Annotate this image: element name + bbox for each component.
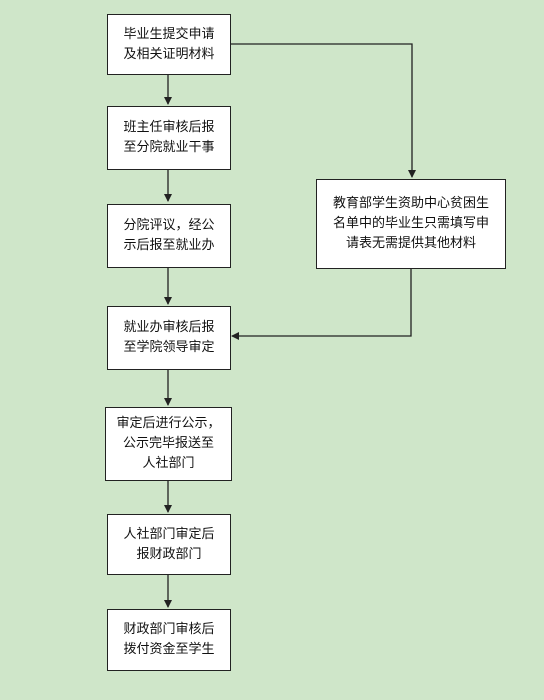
node-hr-review-label: 人社部门审定后 报财政部门 bbox=[123, 526, 215, 562]
node-submit-application-label: 毕业生提交申请 及相关证明材料 bbox=[123, 26, 215, 62]
node-branch-evaluation-label: 分院评议，经公 示后报至就业办 bbox=[123, 218, 215, 253]
node-employment-office-review: 就业办审核后报 至学院领导审定 bbox=[107, 306, 231, 370]
node-special-case-label: 教育部学生资助中心贫困生 名单中的毕业生只需填写申 请表无需提供其他材料 bbox=[332, 196, 489, 251]
node-class-teacher-review: 班主任审核后报 至分院就业干事 bbox=[107, 106, 231, 170]
node-finance-payment: 财政部门审核后 拨付资金至学生 bbox=[107, 609, 231, 671]
arrow-side-to-n4 bbox=[231, 269, 412, 340]
node-branch-evaluation: 分院评议，经公 示后报至就业办 bbox=[107, 204, 231, 268]
node-hr-review: 人社部门审定后 报财政部门 bbox=[107, 514, 231, 575]
node-publicity-label: 审定后进行公示， 公示完毕报送至 人社部门 bbox=[116, 416, 221, 471]
node-publicity: 审定后进行公示， 公示完毕报送至 人社部门 bbox=[105, 407, 232, 481]
node-submit-application: 毕业生提交申请 及相关证明材料 bbox=[107, 14, 231, 75]
arrow-n1-to-side bbox=[230, 43, 416, 178]
node-finance-payment-label: 财政部门审核后 拨付资金至学生 bbox=[123, 622, 215, 657]
node-employment-office-review-label: 就业办审核后报 至学院领导审定 bbox=[123, 320, 215, 355]
node-special-case: 教育部学生资助中心贫困生 名单中的毕业生只需填写申 请表无需提供其他材料 bbox=[316, 179, 506, 269]
node-class-teacher-review-label: 班主任审核后报 至分院就业干事 bbox=[123, 120, 215, 155]
